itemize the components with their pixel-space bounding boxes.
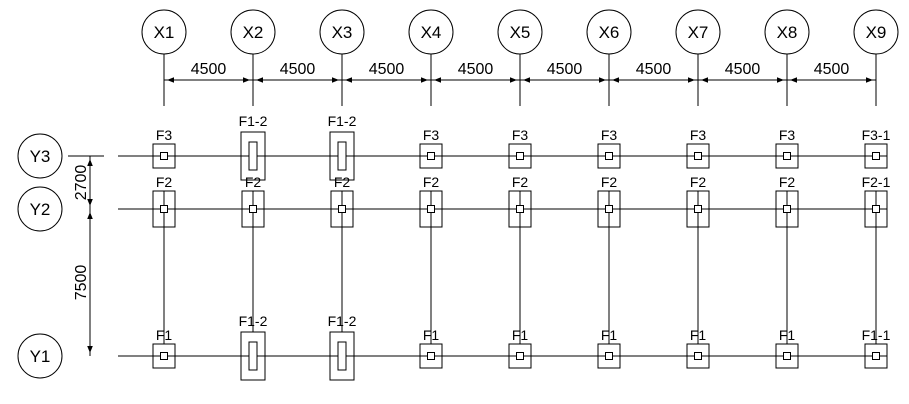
footing-label: F1-2 xyxy=(328,113,357,129)
column-stub xyxy=(783,205,791,213)
column-stub xyxy=(427,205,435,213)
column-stub xyxy=(160,352,168,360)
column-axis-label: X3 xyxy=(332,23,353,42)
column-spacing-label: 4500 xyxy=(547,61,583,78)
footing-label: F2-1 xyxy=(862,174,891,190)
column-stub xyxy=(783,352,791,360)
column-spacing-label: 4500 xyxy=(280,61,316,78)
column-stub xyxy=(516,205,524,213)
row-axis-label: Y2 xyxy=(30,200,51,219)
footing-label: F1-2 xyxy=(239,113,268,129)
column-stub xyxy=(160,205,168,213)
column-stub xyxy=(427,152,435,160)
column-axis-bubble xyxy=(230,9,276,55)
column-axis-label: X4 xyxy=(421,23,442,42)
footing-label: F1 xyxy=(423,327,440,343)
footing-label: F1 xyxy=(601,327,618,343)
column-stub xyxy=(605,205,613,213)
footing-label: F2 xyxy=(512,174,529,190)
footing-label: F1 xyxy=(779,327,796,343)
column-stub xyxy=(872,205,880,213)
footing-label: F3 xyxy=(779,127,796,143)
column-axis-label: X2 xyxy=(243,23,264,42)
footing-label: F1-1 xyxy=(862,327,891,343)
footing-label: F1-2 xyxy=(239,313,268,329)
column-stub xyxy=(427,352,435,360)
column-axis-bubble xyxy=(764,9,810,55)
column-spacing-label: 4500 xyxy=(814,61,850,78)
footing-label: F2 xyxy=(156,174,173,190)
footing-label: F3-1 xyxy=(862,127,891,143)
column-stub xyxy=(337,341,347,371)
row-axis-bubble xyxy=(17,186,63,232)
column-stub xyxy=(338,205,346,213)
column-stub xyxy=(694,152,702,160)
footing-label: F1 xyxy=(156,327,173,343)
column-axis-label: X6 xyxy=(599,23,620,42)
row-spacing-label: 2700 xyxy=(73,165,90,201)
footing-label: F3 xyxy=(156,127,173,143)
column-stub xyxy=(160,152,168,160)
footing-label: F3 xyxy=(423,127,440,143)
column-stub xyxy=(694,205,702,213)
column-stub xyxy=(694,352,702,360)
column-stub xyxy=(337,141,347,171)
column-axis-bubble xyxy=(675,9,721,55)
column-spacing-label: 4500 xyxy=(725,61,761,78)
column-axis-bubble xyxy=(141,9,187,55)
footing-label: F1-2 xyxy=(328,313,357,329)
footing-label: F2 xyxy=(690,174,707,190)
column-axis-bubble xyxy=(408,9,454,55)
column-spacing-label: 4500 xyxy=(458,61,494,78)
column-axis-bubble xyxy=(586,9,632,55)
column-stub xyxy=(872,152,880,160)
footing-label: F2 xyxy=(423,174,440,190)
column-stub xyxy=(248,141,258,171)
footing-label: F1 xyxy=(512,327,529,343)
column-stub xyxy=(516,352,524,360)
column-axis-bubble xyxy=(853,9,899,55)
column-axis-bubble xyxy=(319,9,365,55)
column-axis-label: X7 xyxy=(688,23,709,42)
footing-label: F2 xyxy=(779,174,796,190)
footing-label: F1 xyxy=(690,327,707,343)
row-spacing-label: 7500 xyxy=(73,265,90,301)
column-axis-label: X5 xyxy=(510,23,531,42)
column-axis-bubble xyxy=(497,9,543,55)
column-stub xyxy=(605,152,613,160)
row-axis-label: Y3 xyxy=(30,147,51,166)
footing-label: F3 xyxy=(601,127,618,143)
footing-label: F3 xyxy=(512,127,529,143)
column-stub xyxy=(516,152,524,160)
footing-label: F3 xyxy=(690,127,707,143)
column-stub xyxy=(872,352,880,360)
footing-label: F2 xyxy=(334,174,351,190)
row-axis-label: Y1 xyxy=(30,347,51,366)
column-stub xyxy=(783,152,791,160)
column-axis-label: X9 xyxy=(866,23,887,42)
footing-label: F2 xyxy=(601,174,618,190)
column-axis-label: X8 xyxy=(777,23,798,42)
column-spacing-label: 4500 xyxy=(636,61,672,78)
column-spacing-label: 4500 xyxy=(191,61,227,78)
footing-label: F2 xyxy=(245,174,262,190)
row-axis-bubble xyxy=(17,133,63,179)
column-spacing-label: 4500 xyxy=(369,61,405,78)
row-axis-bubble xyxy=(17,333,63,379)
column-axis-label: X1 xyxy=(154,23,175,42)
column-stub xyxy=(605,352,613,360)
column-stub xyxy=(249,205,257,213)
column-stub xyxy=(248,341,258,371)
